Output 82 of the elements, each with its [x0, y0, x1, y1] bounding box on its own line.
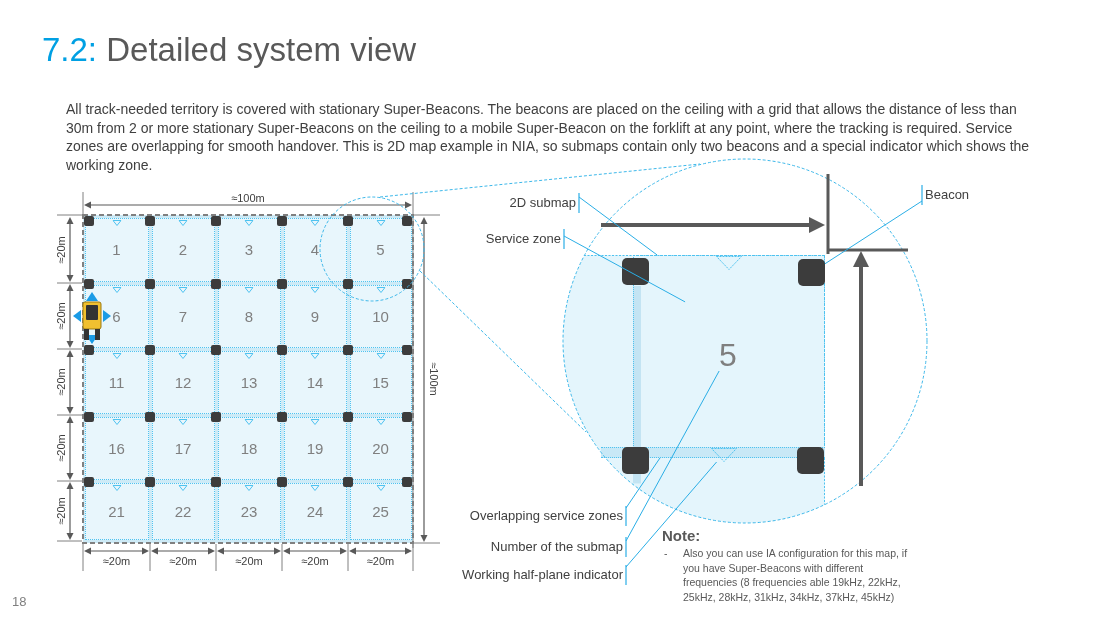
submap-cell [151, 350, 215, 414]
submap-number: 2 [178, 241, 188, 258]
submap-cell [84, 217, 149, 282]
dimension-label: ≈100m [231, 191, 265, 205]
submap-number: 11 [108, 373, 125, 391]
triangle-marker-icon [711, 448, 737, 462]
submap-number: 7 [178, 307, 188, 325]
description-text: All track-needed territory is covered with stationary Super-Beacons. The beacons are placed on the ceiling with a grid that allows the distance of less than 30m from 2 or more stationary Super-Beacons on the ceiling to a mobile Super-Beacon on the forklift at any point, where the tracking is required. Service zones are overlapping for smooth handover. This is 2D map example in NIA, so submaps contain only two beacons and a special indicator which shows the working zone. [66, 100, 1031, 174]
submap-number: 13 [240, 373, 258, 391]
callout-label: 2D submap [509, 194, 579, 212]
submap-number: 3 [244, 241, 254, 258]
submap-cell [151, 284, 215, 348]
note-heading: Note: [662, 527, 701, 545]
dimension-label: ≈20m [54, 368, 68, 396]
submap-number: 16 [108, 439, 125, 457]
submap-number: 8 [244, 307, 254, 325]
submap-cell [217, 284, 281, 348]
callout-label: Number of the submap [490, 538, 626, 556]
submap-cell [349, 284, 412, 348]
dimension-label: ≈20m [366, 554, 395, 568]
leader-line [625, 457, 661, 527]
dimension-label: ≈20m [54, 497, 68, 525]
submap-number: 10 [372, 307, 389, 325]
submap-number: 5 [376, 241, 385, 258]
submap-cell [84, 416, 149, 480]
page-number: 18 [12, 594, 27, 609]
dimension-label: ≈20m [235, 554, 263, 568]
submap-number: 20 [372, 439, 389, 457]
submap-number: 23 [240, 502, 258, 520]
submap-cell [84, 482, 149, 540]
submap-cell [349, 416, 412, 480]
leader-line [578, 192, 658, 256]
submap-cell [349, 217, 412, 282]
note-text: Also you can use IA configuration for this map, if you have Super-Beacons with different frequencies (8 frequencies able 19kHz, 22kHz, 25kHz, 28kHz, 31kHz, 34kHz, 37kHz, 45kHz) [683, 546, 909, 604]
submap-cell [283, 482, 347, 540]
submap-number: 4 [310, 241, 320, 258]
submap-number: 12 [174, 373, 192, 391]
leader-line [625, 370, 720, 558]
dimension-label: ≈100m [426, 362, 440, 396]
submap-number: 24 [306, 502, 324, 520]
submap-cell [217, 416, 281, 480]
submap-number: 9 [310, 307, 320, 325]
submap-number: 15 [372, 373, 389, 391]
list-bullet: - [664, 546, 668, 561]
submap-number: 21 [108, 502, 125, 520]
submap-cell [84, 350, 149, 414]
dimension-label: ≈20m [54, 302, 68, 330]
slide-title: 7.2: Detailed system view [42, 30, 417, 70]
submap-number: 6 [112, 307, 121, 325]
submap-cell [283, 350, 347, 414]
callout-label: Overlapping service zones [469, 507, 626, 525]
callout-label: Service zone [485, 230, 564, 248]
dimension-label: ≈20m [169, 554, 197, 568]
callout-label: Working half-plane indicator [462, 566, 626, 584]
submap-cell [349, 482, 412, 540]
submap-number: 5 [719, 339, 737, 371]
submap-number: 14 [306, 373, 324, 391]
submap-cell [217, 217, 281, 282]
submap-cell [217, 482, 281, 540]
dimension-label: ≈20m [54, 235, 68, 264]
submap-cell [283, 416, 347, 480]
submap-number: 17 [174, 439, 192, 457]
submap-number: 22 [174, 502, 192, 520]
leader-line [625, 461, 718, 586]
submap-cell [283, 284, 347, 348]
submap-number: 19 [306, 439, 324, 457]
submap-cell [283, 217, 347, 282]
submap-number: 25 [372, 502, 389, 520]
dimension-label: ≈20m [54, 434, 68, 462]
submap-cell [151, 416, 215, 480]
submap-number: 18 [240, 439, 258, 457]
dimension-label: ≈20m [102, 554, 131, 568]
submap-cell [151, 217, 215, 282]
dimension-label: ≈20m [301, 554, 329, 568]
leader-line [824, 184, 923, 265]
beacon-icon [798, 259, 825, 286]
submap-number: 1 [112, 241, 121, 258]
callout-label: Beacon [922, 186, 970, 204]
submap-cell [151, 482, 215, 540]
submap-cell [349, 350, 412, 414]
leader-line [563, 228, 686, 303]
submap-cell [217, 350, 281, 414]
